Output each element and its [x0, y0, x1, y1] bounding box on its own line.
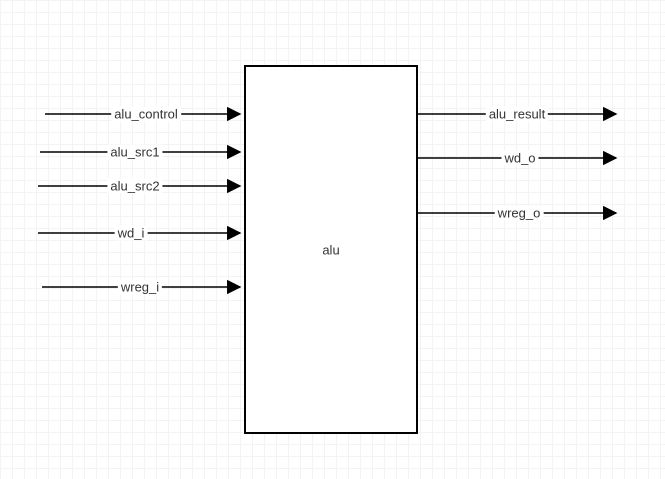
input-label-alu-src2: alu_src2 [107, 178, 163, 194]
input-label-wreg-i: wreg_i [117, 279, 163, 295]
input-label-wd-i: wd_i [114, 225, 148, 241]
alu-block-label: alu [322, 242, 340, 258]
input-label-alu-src1: alu_src1 [107, 144, 163, 160]
output-label-wreg-o: wreg_o [494, 205, 544, 221]
alu-block [244, 65, 418, 434]
input-label-alu-control: alu_control [111, 106, 181, 122]
output-label-wd-o: wd_o [501, 150, 539, 166]
output-label-alu-result: alu_result [485, 106, 549, 122]
